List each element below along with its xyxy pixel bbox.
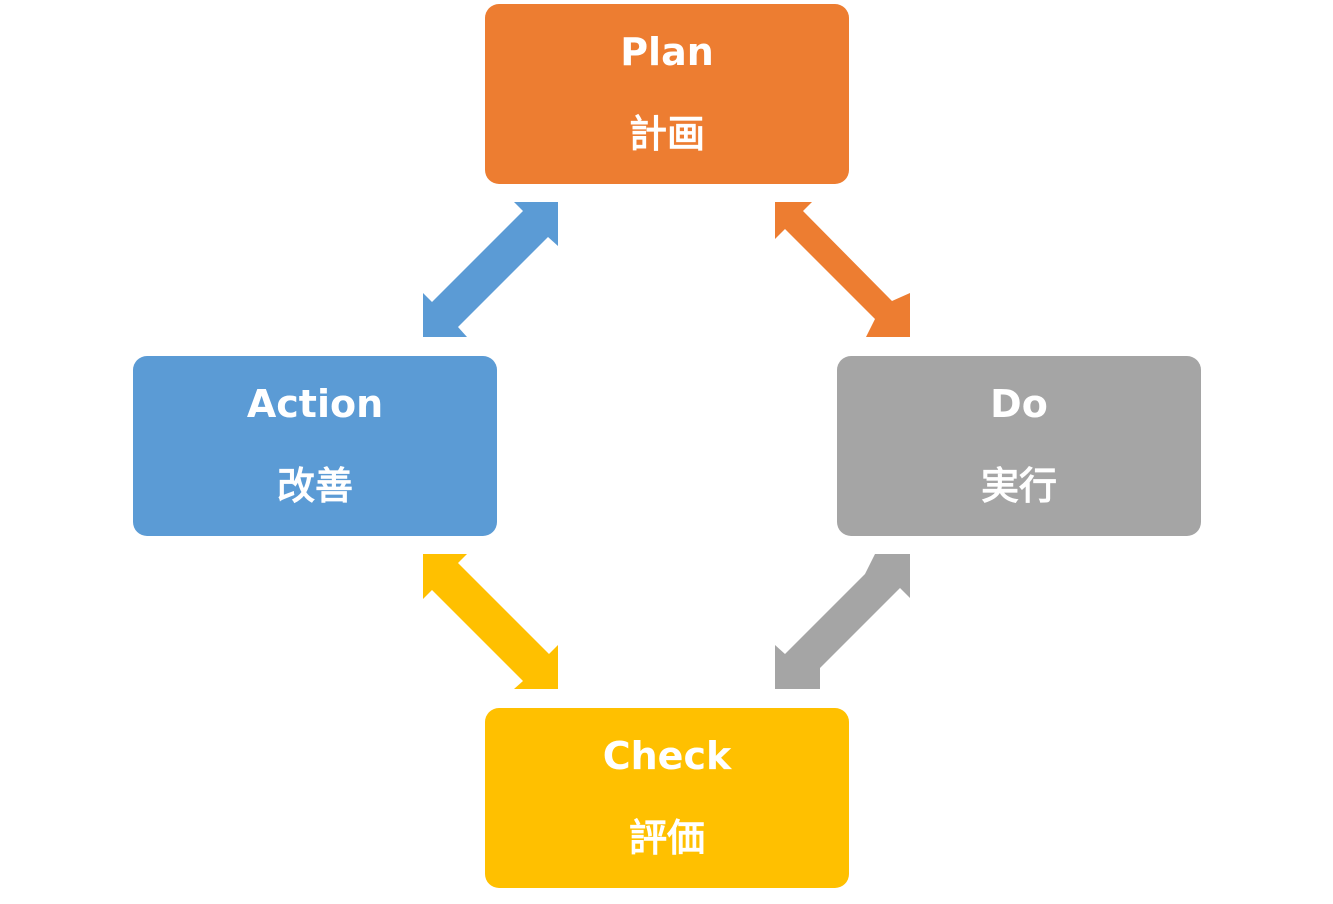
check-label-en: Check — [602, 734, 732, 778]
check-action-double-arrow-icon — [423, 554, 558, 689]
plan-label-ja: 計画 — [628, 112, 705, 156]
action-label-en: Action — [246, 382, 384, 426]
plan-do-double-arrow-icon — [775, 202, 910, 337]
do-box: Do 実行 — [837, 356, 1201, 536]
do-check-double-arrow-icon — [775, 554, 910, 689]
do-label-ja: 実行 — [980, 464, 1057, 508]
do-label-en: Do — [990, 382, 1048, 426]
action-box: Action 改善 — [133, 356, 497, 536]
plan-box: Plan 計画 — [485, 4, 849, 184]
action-plan-double-arrow-icon — [423, 202, 558, 337]
action-label-ja: 改善 — [276, 464, 353, 508]
check-box: Check 評価 — [485, 708, 849, 888]
plan-label-en: Plan — [620, 30, 714, 74]
check-label-ja: 評価 — [628, 816, 705, 860]
